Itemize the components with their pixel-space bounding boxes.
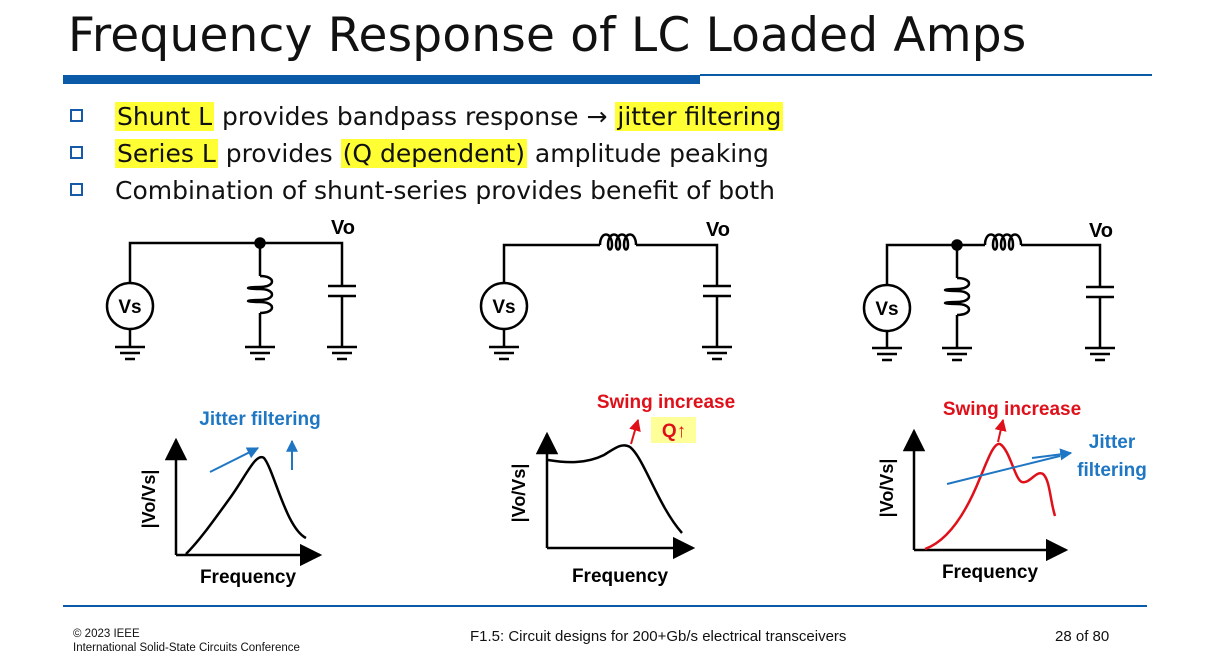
circuit-shunt-series-l bbox=[862, 233, 1115, 362]
highlight-text: Series L bbox=[115, 139, 218, 168]
circuit-and-plot-diagram: Vs Vo Vs Vo Vs Vo Jitter filtering Frequ… bbox=[105, 217, 1147, 588]
x-axis-label: Frequency bbox=[942, 562, 1039, 583]
ground-icon bbox=[489, 329, 519, 361]
source-label: Vs bbox=[875, 299, 898, 320]
swing-arrow bbox=[994, 418, 1007, 443]
x-axis-label: Frequency bbox=[572, 566, 669, 587]
bullet-text: provides bbox=[217, 139, 341, 168]
series-inductor-icon bbox=[983, 233, 1023, 251]
ground-icon bbox=[1085, 297, 1115, 362]
capacitor-icon bbox=[703, 284, 731, 298]
highlight-text: jitter filtering bbox=[615, 102, 784, 131]
y-axis-label: |Vo/Vs| bbox=[139, 470, 159, 529]
series-inductor-icon bbox=[598, 233, 638, 251]
jitter-annotation-line2: filtering bbox=[1077, 460, 1147, 481]
source-label: Vs bbox=[118, 297, 141, 318]
ground-icon bbox=[942, 315, 972, 362]
footer-left: © 2023 IEEE International Solid-State Ci… bbox=[73, 627, 300, 655]
shunt-inductor-icon bbox=[943, 276, 971, 317]
q-highlight-box bbox=[651, 417, 696, 443]
response-curve bbox=[924, 442, 1057, 551]
shunt-inductor-icon bbox=[246, 274, 274, 315]
source-label: Vs bbox=[492, 297, 515, 318]
x-axis-label: Frequency bbox=[200, 567, 297, 588]
circuit-wire bbox=[636, 243, 719, 286]
capacitor-icon bbox=[328, 284, 356, 298]
bullet-item: Combination of shunt-series provides ben… bbox=[68, 172, 783, 209]
swing-arrow bbox=[629, 418, 641, 445]
bullet-item: Shunt L provides bandpass response → jit… bbox=[68, 98, 784, 135]
bullet-text: amplitude peaking bbox=[526, 139, 769, 168]
ground-icon bbox=[115, 345, 145, 361]
swing-increase-annotation: Swing increase bbox=[597, 392, 735, 413]
title-underline-thin bbox=[700, 74, 1152, 76]
square-bullet-icon bbox=[70, 183, 83, 196]
jitter-filtering-annotation: Jitter filtering bbox=[199, 409, 320, 430]
title-underline-thick bbox=[63, 75, 700, 84]
slide-title: Frequency Response of LC Loaded Amps bbox=[68, 8, 1027, 63]
y-axis-label: |Vo/Vs| bbox=[509, 464, 529, 523]
circuit-wire bbox=[885, 243, 985, 285]
ground-icon bbox=[872, 331, 902, 362]
jitter-arrow bbox=[1031, 448, 1073, 461]
square-bullet-icon bbox=[70, 109, 83, 122]
session-title: F1.5: Circuit designs for 200+Gb/s elect… bbox=[470, 628, 847, 645]
bullet-text: provides bandpass response bbox=[214, 102, 587, 131]
output-label: Vo bbox=[1089, 220, 1113, 242]
output-label: Vo bbox=[706, 219, 730, 241]
trend-line bbox=[946, 455, 1061, 485]
bullet-item: Series L provides (Q dependent) amplitud… bbox=[68, 135, 783, 172]
footer-rule bbox=[63, 605, 1147, 607]
square-bullet-icon bbox=[70, 146, 83, 159]
highlight-text: (Q dependent) bbox=[340, 139, 527, 168]
q-increase-label: Q↑ bbox=[662, 421, 686, 442]
bullet-list: Shunt L provides bandpass response → jit… bbox=[68, 98, 784, 209]
page-number: 28 of 80 bbox=[1055, 628, 1110, 645]
circuit-wire bbox=[128, 241, 344, 286]
copyright-text: © 2023 IEEE bbox=[73, 628, 140, 640]
right-arrow-icon: → bbox=[586, 102, 608, 131]
circuit-wire bbox=[1021, 243, 1102, 287]
circuit-series-l bbox=[479, 233, 732, 361]
circuit-shunt-l bbox=[105, 237, 357, 361]
plot-combined-response bbox=[902, 418, 1073, 562]
plot-shunt-response bbox=[164, 437, 323, 567]
circuit-wire bbox=[502, 243, 600, 283]
bullet-text: Combination of shunt-series provides ben… bbox=[115, 176, 776, 205]
swing-increase-annotation: Swing increase bbox=[943, 399, 1081, 420]
plot-series-response bbox=[535, 417, 696, 560]
y-axis-label: |Vo/Vs| bbox=[877, 459, 897, 518]
response-curve bbox=[185, 455, 307, 555]
response-curve bbox=[547, 444, 683, 534]
trend-arrow bbox=[209, 447, 260, 473]
output-label: Vo bbox=[331, 217, 355, 239]
ground-icon bbox=[245, 313, 275, 361]
conference-name: International Solid-State Circuits Confe… bbox=[73, 642, 300, 654]
highlight-text: Shunt L bbox=[115, 102, 215, 131]
ground-icon bbox=[702, 296, 732, 361]
jitter-annotation-line1: Jitter bbox=[1089, 432, 1136, 453]
capacitor-icon bbox=[1086, 285, 1114, 299]
ground-icon bbox=[327, 296, 357, 361]
